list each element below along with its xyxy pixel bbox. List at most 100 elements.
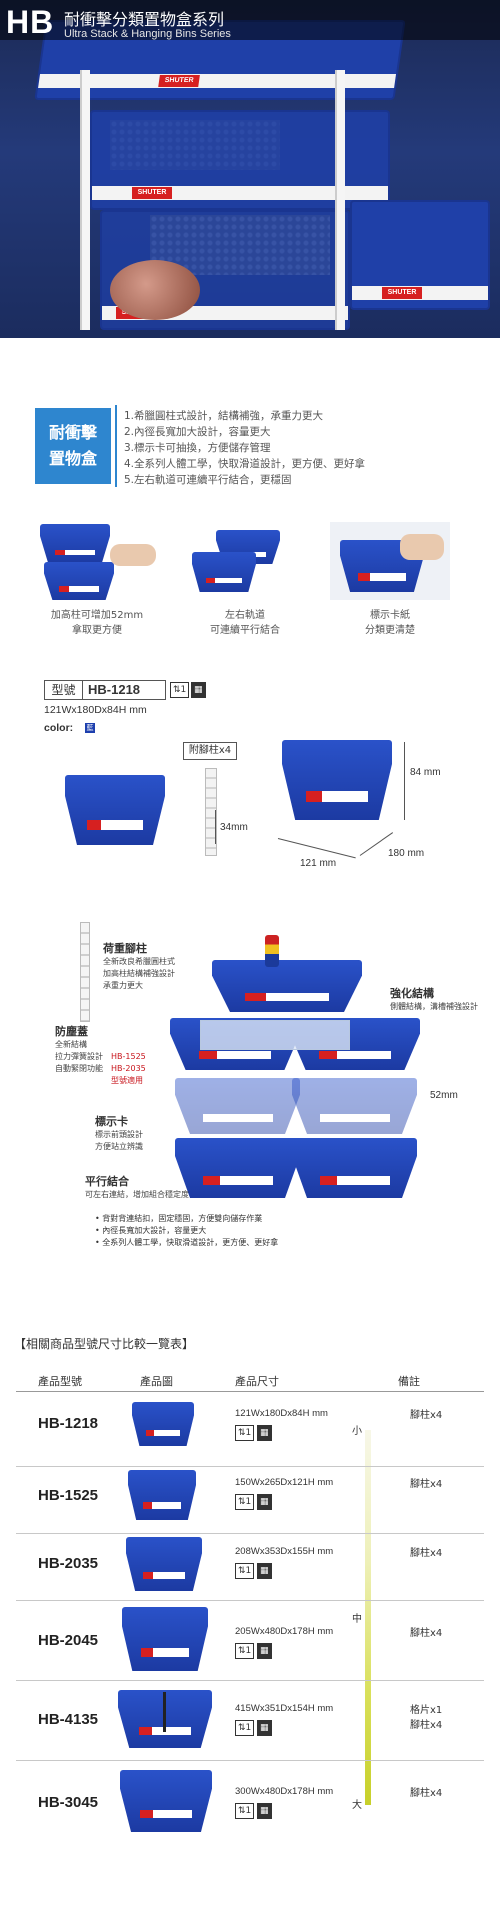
row-model: HB-1218 [38, 1415, 99, 1432]
row-bin-image [126, 1537, 202, 1591]
strong-desc: 側體結構，溝槽補強設計 [390, 1002, 478, 1011]
table-header-divider [16, 1391, 484, 1392]
row-size: 150Wx265Dx121H mm [235, 1477, 334, 1488]
dust-desc-line: 自動緊閉功能 [55, 1064, 103, 1073]
spray-can-icon [265, 935, 279, 967]
assembly-bin [175, 1078, 300, 1134]
width-dim-line [277, 838, 356, 859]
model-box: 型號 HB-1218 [44, 680, 166, 700]
row-size: 208Wx353Dx155H mm [235, 1546, 334, 1557]
color-swatch: 藍 [85, 723, 95, 733]
join-title: 平行結合 [85, 1175, 129, 1188]
size-scale-bar [365, 1430, 371, 1805]
stack-count-icon: ⇅1 [235, 1494, 255, 1510]
dust-models: HB-1525 HB-2035 型號適用 [111, 1051, 146, 1087]
thumb-caption-line2: 可連續平行結合 [210, 625, 280, 636]
row-notes: 腳柱x4 [410, 1477, 442, 1492]
feature-item: 3.標示卡可抽換，方便儲存管理 [124, 442, 271, 454]
thumb-label-card [330, 522, 450, 600]
stack-count-icon: ⇅1 [235, 1425, 255, 1441]
header-notes: 備註 [398, 1375, 420, 1388]
assembly-bin [212, 960, 362, 1012]
hero-title-band [0, 0, 500, 40]
box-icon: ▦ [257, 1720, 272, 1736]
row-bin-image [132, 1402, 194, 1446]
row-size: 300Wx480Dx178H mm [235, 1786, 334, 1797]
thumb-caption-line2: 拿取更方便 [72, 625, 122, 636]
leg-tag: 附腳柱x4 [183, 742, 237, 760]
card-desc: 標示前頭設計 方便站立辨識 [95, 1129, 143, 1153]
hero-bin-right: SHUTER [350, 200, 490, 310]
scale-medium: 中 [352, 1614, 362, 1625]
row-notes: 腳柱x4 [410, 1626, 442, 1641]
row-divider [16, 1760, 484, 1761]
hand-icon [110, 544, 156, 566]
box-icon: ▦ [257, 1803, 272, 1819]
spec-bin-dimensioned [282, 740, 392, 820]
brand-tag: SHUTER [158, 75, 200, 87]
feature-item: 5.左右軌道可連續平行結合，更穩固 [124, 474, 292, 486]
pillar-desc-line: 全新改良希臘圓柱式 [103, 957, 175, 966]
strong-title: 強化結構 [390, 987, 434, 1000]
dust-title: 防塵蓋 [55, 1025, 88, 1038]
row-bin-image [120, 1770, 212, 1832]
height-mm-label: 84 mm [410, 767, 441, 778]
gap-mm-label: 52mm [430, 1090, 458, 1101]
row-divider [16, 1680, 484, 1681]
row-bin-image [122, 1607, 208, 1671]
pillar-title: 荷重腳柱 [103, 942, 147, 955]
row-note: 腳柱x4 [410, 1628, 443, 1639]
hero-bolt-icon [110, 260, 200, 320]
thumb-caption: 左右軌道 可連續平行結合 [175, 608, 315, 638]
hand-icon [400, 534, 444, 560]
dust-cover [200, 1020, 350, 1050]
dust-model: HB-1525 [111, 1052, 146, 1061]
row-notes: 腳柱x4 [410, 1786, 442, 1801]
height-dim-line [404, 742, 405, 820]
assembly-bin [292, 1078, 417, 1134]
assembly-bullet: • 內徑長寬加大設計，容量更大 [95, 1226, 207, 1235]
feature-item: 4.全系列人體工學，快取滑道設計，更方便、更好拿 [124, 458, 366, 470]
header-image: 產品圖 [140, 1375, 173, 1388]
row-note: 格片x1 [410, 1705, 443, 1716]
table-title: 【相關商品型號尺寸比較一覽表】 [14, 1337, 195, 1351]
box-icon: ▦ [257, 1643, 272, 1659]
row-note: 腳柱x4 [410, 1410, 443, 1421]
row-divider [16, 1600, 484, 1601]
brand-tag: SHUTER [382, 287, 422, 299]
scale-large: 大 [352, 1800, 362, 1811]
box-icon: ▦ [257, 1563, 272, 1579]
assembly-bullet: • 全系列人體工學，快取滑道設計，更方便、更好拿 [95, 1238, 279, 1247]
dust-desc-line: 拉力彈簧設計 [55, 1052, 103, 1061]
dust-model: HB-2035 [111, 1064, 146, 1073]
box-icon: ▦ [191, 682, 206, 698]
row-model: HB-3045 [38, 1794, 99, 1811]
row-notes: 腳柱x4 [410, 1408, 442, 1423]
dust-desc-line: 全新結構 [55, 1040, 87, 1049]
box-icon: ▦ [257, 1494, 272, 1510]
box-icon: ▦ [257, 1425, 272, 1441]
feature-divider [115, 405, 117, 487]
hero-banner: SHUTER SHUTER SHUTER SHUTER HB 耐衝擊分類置物盒系… [0, 0, 500, 338]
row-note: 腳柱x4 [410, 1479, 443, 1490]
width-mm-label: 121 mm [300, 858, 337, 869]
row-note: 腳柱x4 [410, 1548, 443, 1559]
feature-badge: 耐衝擊 置物盒 [35, 408, 111, 484]
assembly-pillar-icon [80, 922, 90, 1022]
row-size: 205Wx480Dx178H mm [235, 1626, 334, 1637]
assembly-bullets: • 背對背連結扣，固定穩固，方便雙向儲存作業 • 內徑長寬加大設計，容量更大 •… [95, 1213, 278, 1249]
feature-badge-line1: 耐衝擊 [48, 423, 97, 442]
brand-tag: SHUTER [132, 187, 172, 199]
assembly-bullet: • 背對背連結扣，固定穩固，方便雙向儲存作業 [95, 1214, 263, 1223]
divider-plate [163, 1692, 166, 1732]
dust-desc: 全新結構 拉力彈簧設計 自動緊閉功能 [55, 1039, 103, 1075]
row-size: 415Wx351Dx154H mm [235, 1703, 334, 1714]
row-model: HB-4135 [38, 1711, 99, 1728]
model-value: HB-1218 [88, 682, 141, 697]
row-note: 腳柱x4 [410, 1788, 443, 1799]
hero-post [335, 70, 345, 330]
row-notes: 腳柱x4 [410, 1546, 442, 1561]
model-key: 型號 [45, 681, 83, 699]
row-divider [16, 1533, 484, 1534]
thumb-caption-line1: 左右軌道 [225, 610, 265, 621]
